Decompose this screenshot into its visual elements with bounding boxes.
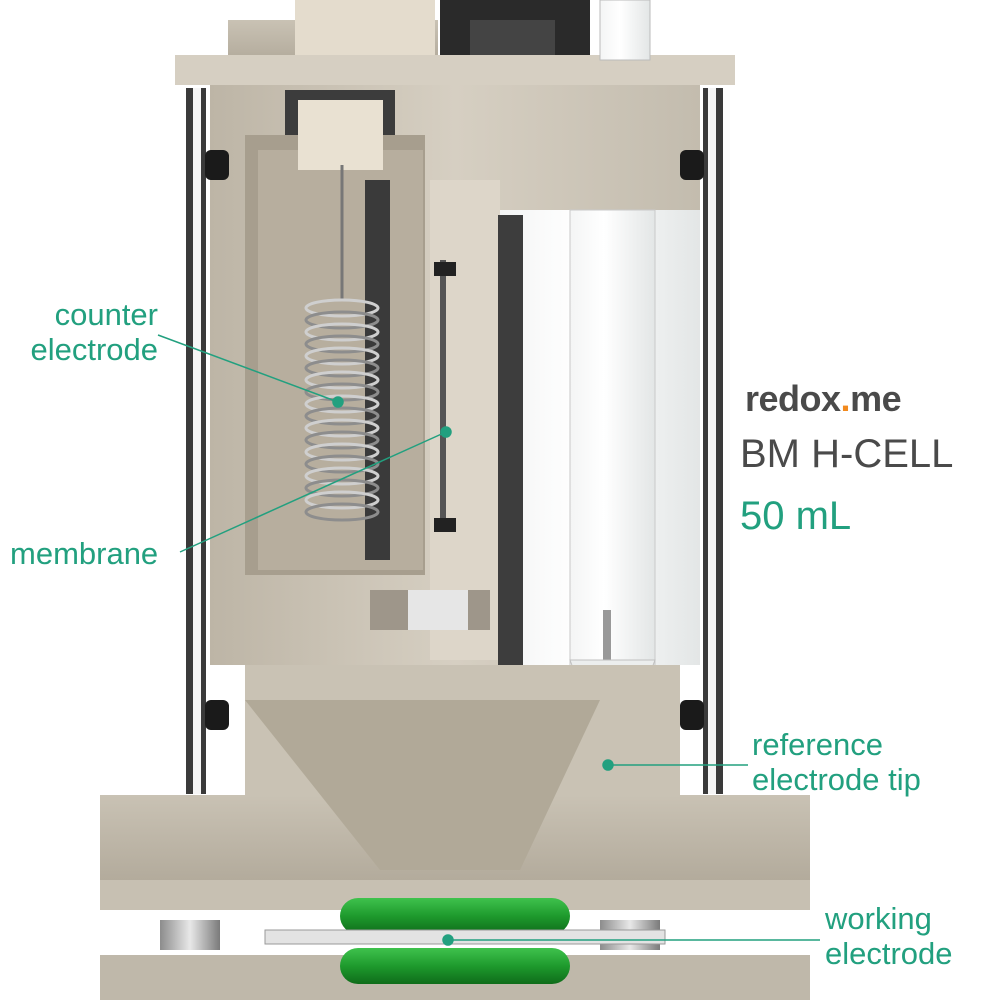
counter-electrode-label-line2: electrode xyxy=(30,331,158,367)
counter-electrode-label-line1: counter xyxy=(54,297,158,332)
product-volume: 50 mL xyxy=(740,494,852,538)
membrane-dot xyxy=(440,426,452,438)
reference-dot xyxy=(602,759,614,771)
membrane-label: membrane xyxy=(10,536,159,571)
coil-turn xyxy=(304,430,380,450)
coil-turn xyxy=(304,502,380,522)
coil-turn xyxy=(304,478,380,498)
coil-turn xyxy=(304,418,380,438)
working-label-line1: working xyxy=(825,901,932,936)
coil-turn xyxy=(304,394,380,414)
counter-electrode-leader xyxy=(157,334,339,403)
reference-label-line2: electrode tip xyxy=(752,761,921,797)
reference-electrode-tip-label: reference electrode tip xyxy=(752,727,921,797)
working-electrode-label: working electrode xyxy=(825,901,953,971)
callout-lines xyxy=(157,334,820,946)
membrane-part xyxy=(434,260,456,532)
coil-turn xyxy=(304,358,380,378)
coil-turn xyxy=(304,466,380,486)
coil-turn xyxy=(304,490,380,510)
coil-turn xyxy=(304,406,380,426)
coil-turn xyxy=(304,454,380,474)
coil-turn xyxy=(304,322,380,342)
counter-electrode-dot xyxy=(332,396,344,408)
coil-turn xyxy=(304,334,380,354)
working-dot xyxy=(442,934,454,946)
coil-turn xyxy=(304,442,380,462)
product-model: BM H-CELL xyxy=(740,432,954,476)
brand-part2: me xyxy=(850,378,902,419)
coil-turn xyxy=(304,370,380,390)
reference-label-line1: reference xyxy=(752,727,883,762)
glass-walls xyxy=(186,88,723,794)
brand-dot: . xyxy=(840,378,851,419)
counter-electrode-label: counter electrode xyxy=(0,297,158,367)
coil-turn xyxy=(304,298,380,318)
brand-logo: redox.me xyxy=(745,378,902,420)
membrane-leader xyxy=(179,431,447,553)
working-label-line2: electrode xyxy=(825,935,953,971)
counter-electrode-coil xyxy=(304,165,380,522)
coil-turn xyxy=(304,346,380,366)
coil-turn xyxy=(304,310,380,330)
brand-part1: redox xyxy=(745,378,841,419)
